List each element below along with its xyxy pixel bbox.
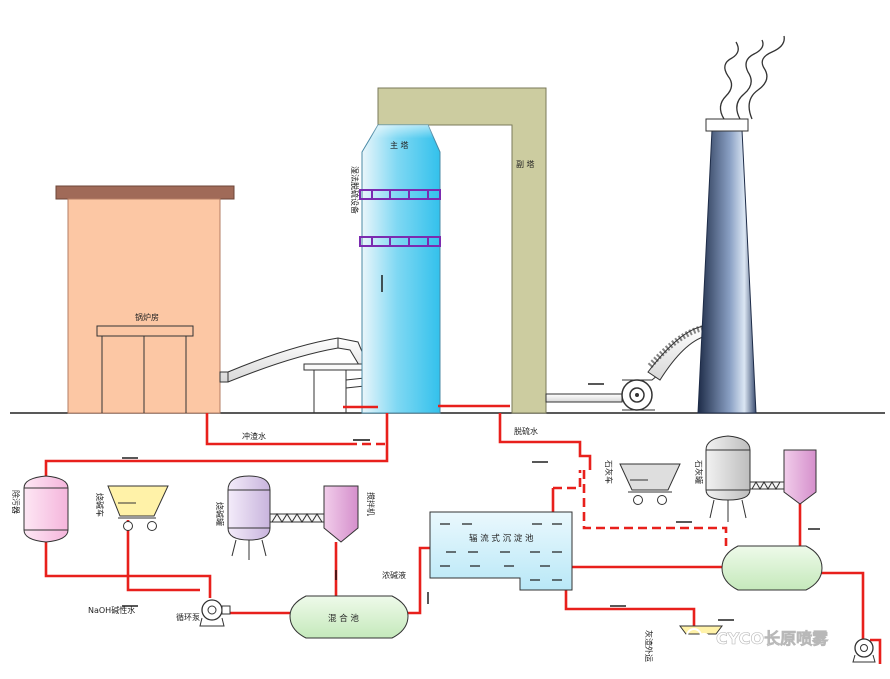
watermark-text: CYCO长原喷雾: [716, 629, 829, 648]
main-tower-label: 主 塔: [390, 140, 409, 150]
sewage-tank: 除污器: [11, 475, 69, 543]
spray-device-label: 湿法脱硫设备: [350, 166, 360, 214]
lime-silo-label: 石灰罐: [694, 460, 704, 484]
settling-tank: 辐 流 式 沉 淀 池: [429, 511, 573, 591]
induced-draft-fan: [621, 325, 707, 411]
caustic-tank: 烧碱罐: [215, 475, 325, 560]
aux-tower-label: 副 塔: [516, 159, 535, 169]
slurry-pump: [852, 638, 876, 663]
spray-ring: [359, 189, 441, 200]
sewage-tank-label: 除污器: [11, 490, 21, 514]
naoh-water-label: NaOH碱性水: [88, 605, 135, 615]
mixing-tank-label: 混 合 池: [328, 613, 359, 624]
red-pipes: [44, 404, 882, 664]
caustic-truck: 烧碱车: [95, 485, 169, 531]
watermark: CYCO长原喷雾: [686, 628, 829, 648]
slag-chute: 灰渣外运: [644, 625, 723, 662]
chimney: [697, 35, 785, 414]
lime-mixer-tank: [783, 449, 817, 505]
reaction-tank: [721, 545, 823, 591]
boiler-room: 锅炉房: [55, 185, 235, 414]
flow-marks: [122, 383, 820, 621]
main-tower: 主 塔 湿法脱硫设备: [350, 124, 441, 414]
stirrer-label: 搅拌机: [366, 492, 376, 516]
slag-out-label: 灰渣外运: [644, 630, 654, 662]
lime-silo: 石灰罐: [694, 435, 785, 522]
spray-ring: [359, 236, 441, 247]
aux-tower: 副 塔: [377, 87, 623, 414]
lime-truck: 石灰车: [604, 460, 681, 505]
circ-pump-label: 循环泵: [176, 612, 200, 622]
caustic-truck-label: 烧碱车: [95, 493, 105, 517]
settling-tank-label: 辐 流 式 沉 淀 池: [469, 533, 534, 544]
thick-caustic-label: 浓碱液: [382, 570, 406, 580]
flush-water-label: 冲渣水: [242, 431, 266, 441]
boiler-room-label: 锅炉房: [135, 312, 159, 322]
caustic-tank-label: 烧碱罐: [215, 502, 225, 526]
circulation-pump: [199, 599, 231, 627]
mixing-tank: 混 合 池: [289, 595, 409, 639]
lime-truck-label: 石灰车: [604, 460, 614, 484]
desulf-water-label: 脱硫水: [514, 426, 538, 436]
stirrer-tank: 搅拌机: [323, 485, 376, 543]
